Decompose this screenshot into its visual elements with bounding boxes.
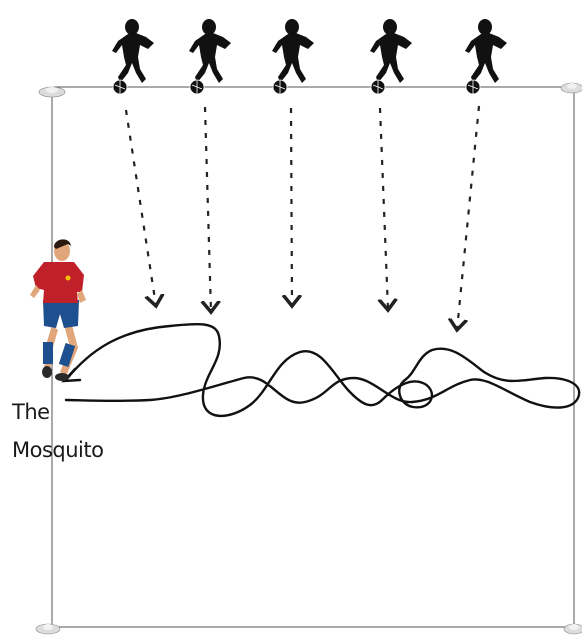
defender-icon [369,18,413,95]
arrow [380,107,388,310]
arrow [457,105,481,330]
arrowhead [61,367,82,383]
pitch-boundary [50,86,575,628]
defender-icon [188,18,232,95]
player-label-line-2: Mosquito [12,438,104,462]
cone-icon [38,86,66,98]
cone-icon [563,623,582,635]
runner-icon [30,239,86,381]
defender-icon [111,18,155,95]
arrow [124,109,156,306]
cone-icon [560,82,582,94]
defender-icon [464,18,508,95]
defender-icon [271,18,315,95]
arrow [291,107,292,306]
dribble-path [64,322,581,417]
cone-icon [35,623,61,635]
arrow [205,106,211,312]
player-label-line-1: The [12,400,50,424]
